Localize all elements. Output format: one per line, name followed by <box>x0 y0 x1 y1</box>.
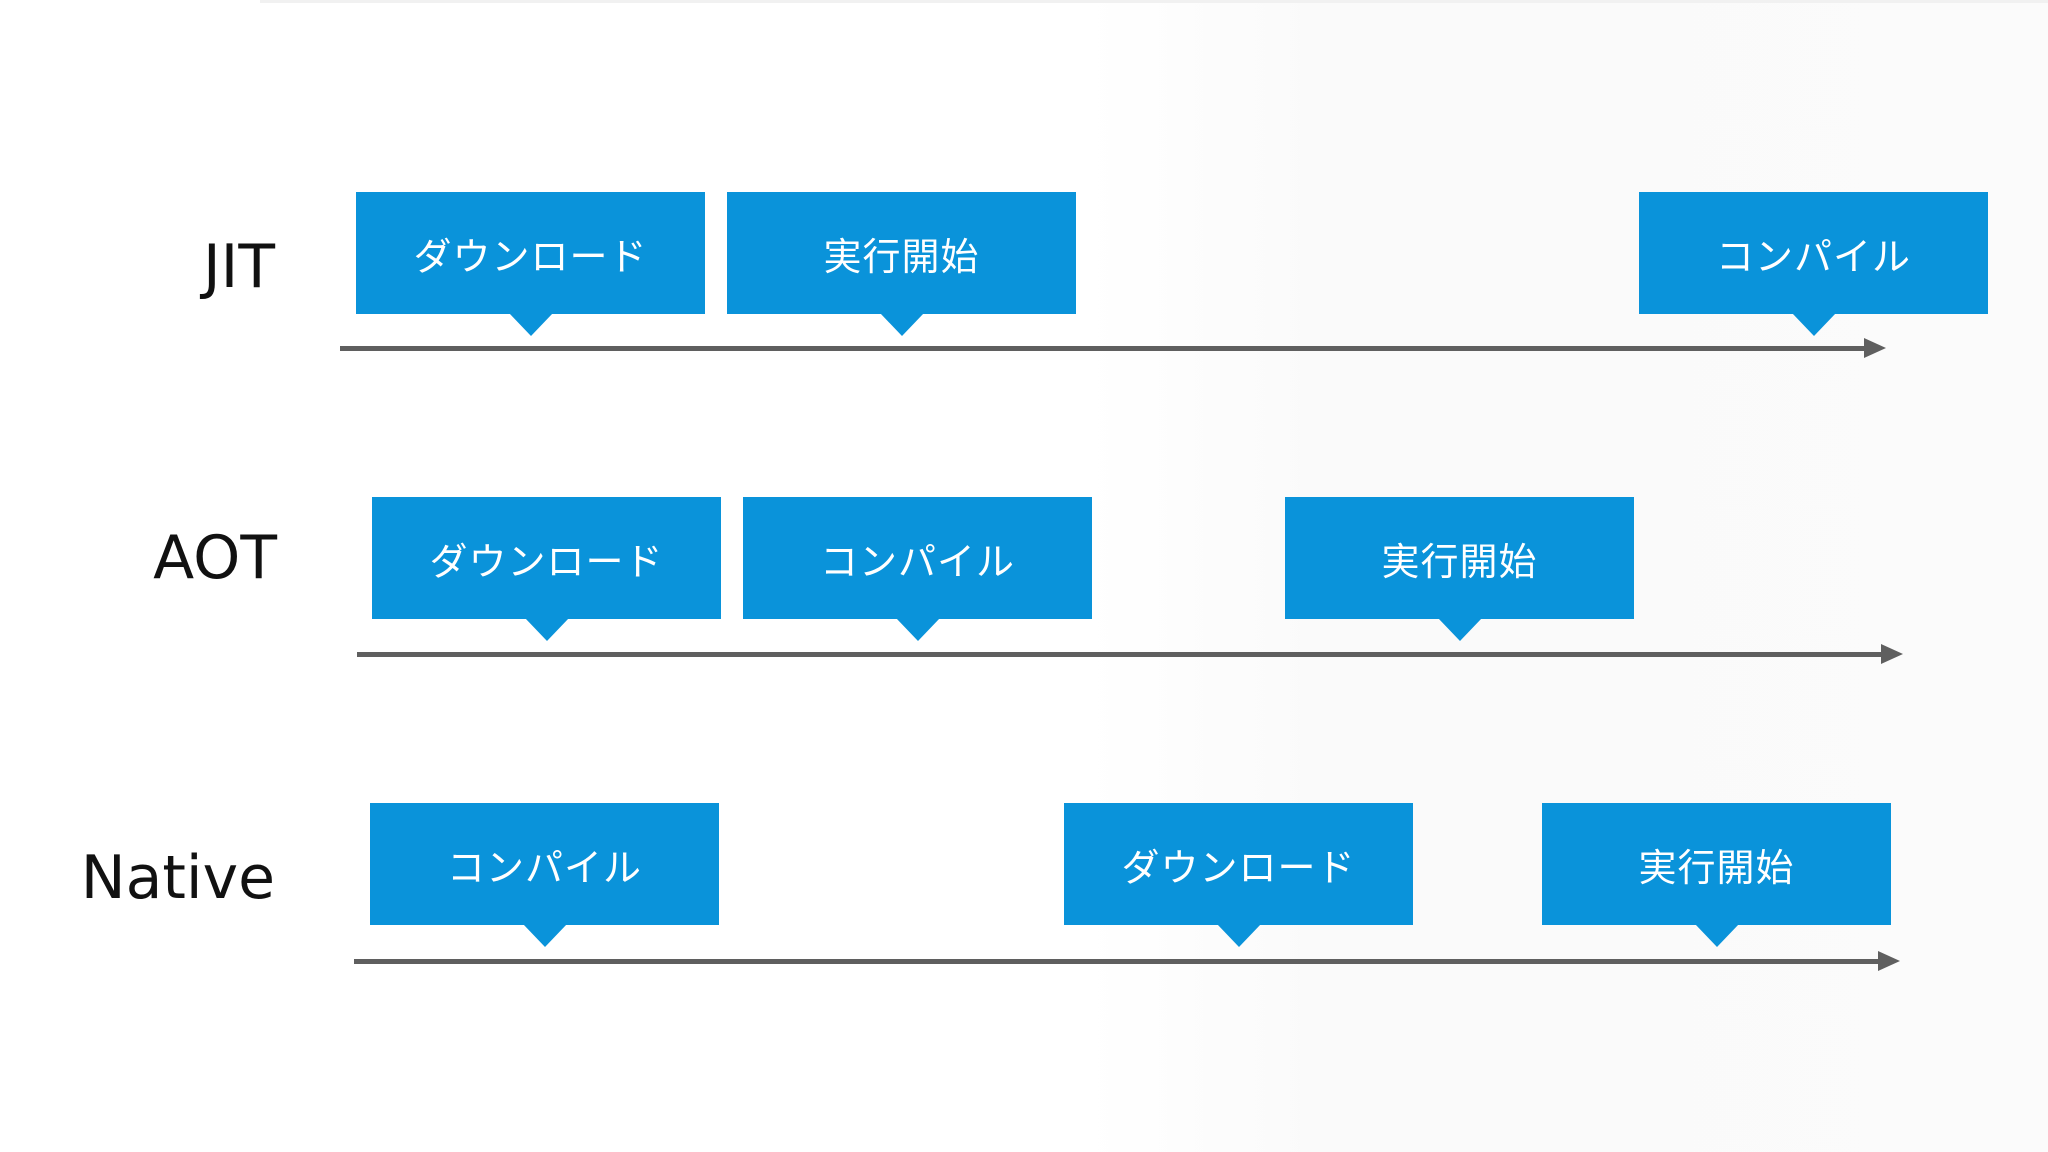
row-label-aot: AOT <box>153 523 277 593</box>
event-box-run-start: 実行開始 <box>1542 803 1891 947</box>
row-label-native: Native <box>80 843 275 913</box>
event-box-compile: コンパイル <box>743 497 1092 641</box>
timeline-arrow-jit <box>340 338 1886 358</box>
event-box-download: ダウンロード <box>1064 803 1413 947</box>
timeline-arrow-native <box>354 951 1900 971</box>
event-box-download: ダウンロード <box>356 192 705 336</box>
event-box-compile: コンパイル <box>1639 192 1988 336</box>
timeline-arrow-aot <box>357 644 1903 664</box>
event-box-download: ダウンロード <box>372 497 721 641</box>
top-divider <box>260 0 2048 3</box>
event-box-compile: コンパイル <box>370 803 719 947</box>
row-label-jit: JIT <box>202 232 275 302</box>
event-box-run-start: 実行開始 <box>727 192 1076 336</box>
event-box-run-start: 実行開始 <box>1285 497 1634 641</box>
